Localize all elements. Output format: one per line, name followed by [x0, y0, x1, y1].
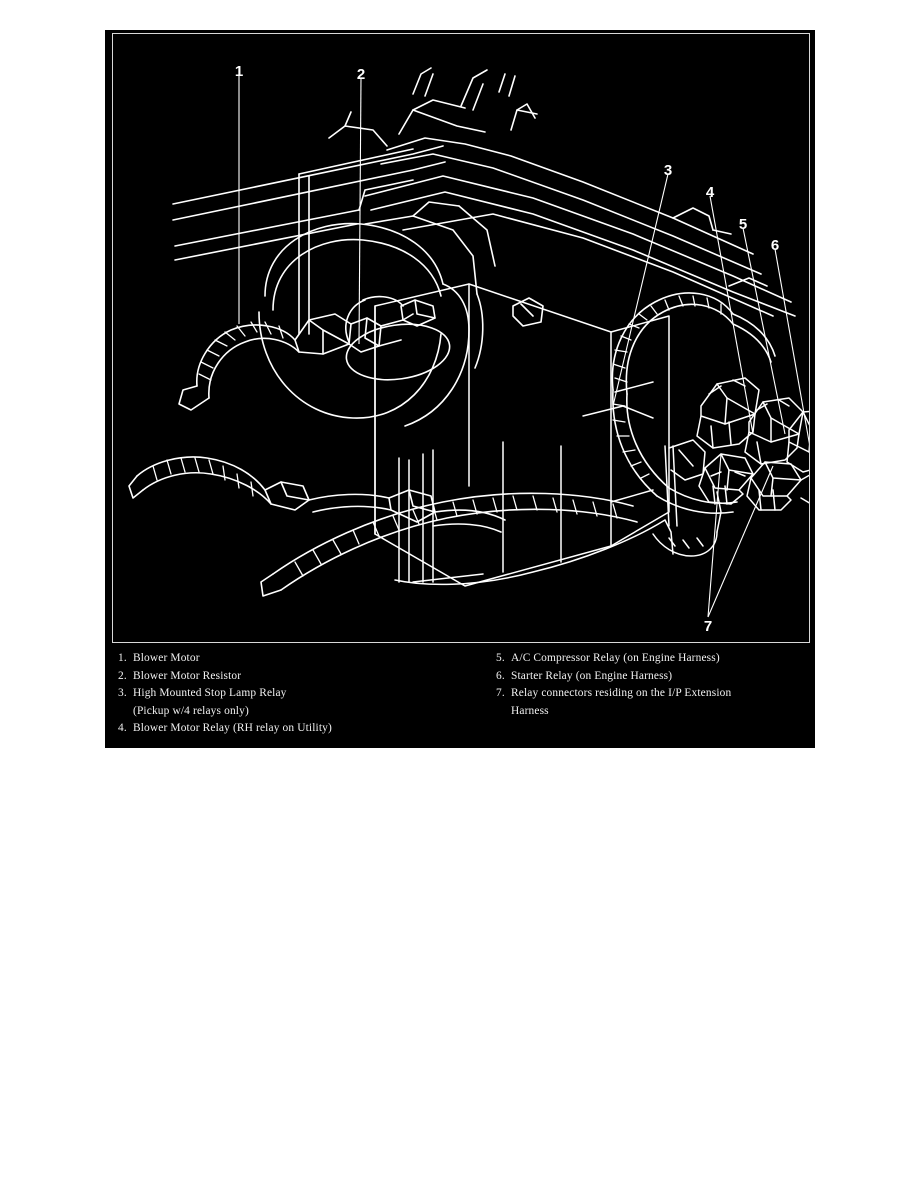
callout-label-4: 4 [706, 184, 715, 201]
legend-number-7: 7. [496, 687, 505, 700]
legend-number-6: 6. [496, 669, 505, 682]
callout-label-2: 2 [357, 66, 365, 83]
legend-item-3: 3. High Mounted Stop Lamp Relay [118, 685, 488, 703]
callout-number-labels: 1 2 3 4 5 6 7 [235, 63, 779, 635]
callout-label-7: 7 [704, 618, 712, 635]
legend-text-2: Blower Motor Resistor [133, 669, 242, 682]
cowl-structure [172, 67, 796, 335]
legend-number-3: 3. [118, 687, 127, 700]
legend-item-7: 7. Relay connectors residing on the I/P … [496, 685, 806, 703]
wiring-harness-conduits [128, 292, 776, 597]
legend-item-6: 6. Starter Relay (on Engine Harness) [496, 668, 806, 686]
illustration-frame: 1 2 3 4 5 6 7 [112, 33, 810, 643]
legend-item-4: 4. Blower Motor Relay (RH relay on Utili… [118, 720, 488, 738]
legend-text-3: High Mounted Stop Lamp Relay [133, 687, 287, 700]
legend-number-2: 2. [118, 669, 127, 682]
callout-label-1: 1 [235, 63, 243, 80]
legend-item-5: 5. A/C Compressor Relay (on Engine Harne… [496, 650, 806, 668]
legend-text-1: Blower Motor [133, 652, 200, 664]
legend-number-5: 5. [496, 652, 505, 664]
legend-number-1: 1. [118, 652, 127, 664]
legend-item-1: 1. Blower Motor [118, 650, 488, 668]
figure-plate: 1 2 3 4 5 6 7 1. Blower Motor 2. Blower … [105, 30, 815, 748]
legend-text-5: A/C Compressor Relay (on Engine Harness) [511, 652, 720, 664]
callout-label-5: 5 [739, 216, 747, 233]
legend-number-4: 4. [118, 722, 127, 735]
callout-label-6: 6 [771, 237, 779, 254]
legend: 1. Blower Motor 2. Blower Motor Resistor… [105, 650, 815, 748]
legend-text-3-continuation: (Pickup w/4 relays only) [133, 704, 249, 717]
legend-text-7: Relay connectors residing on the I/P Ext… [511, 687, 732, 700]
legend-text-6: Starter Relay (on Engine Harness) [511, 669, 673, 682]
legend-column-right: 5. A/C Compressor Relay (on Engine Harne… [496, 650, 806, 720]
legend-item-2: 2. Blower Motor Resistor [118, 668, 488, 686]
relay-cluster [696, 377, 809, 511]
legend-column-left: 1. Blower Motor 2. Blower Motor Resistor… [118, 650, 488, 738]
illustration-background [113, 34, 809, 642]
legend-text-4: Blower Motor Relay (RH relay on Utility) [133, 722, 332, 735]
callout-leader-lines [238, 74, 809, 618]
callout-label-3: 3 [664, 162, 672, 179]
blower-motor-illustration: 1 2 3 4 5 6 7 [113, 34, 809, 642]
legend-text-7-continuation: Harness [511, 704, 549, 717]
